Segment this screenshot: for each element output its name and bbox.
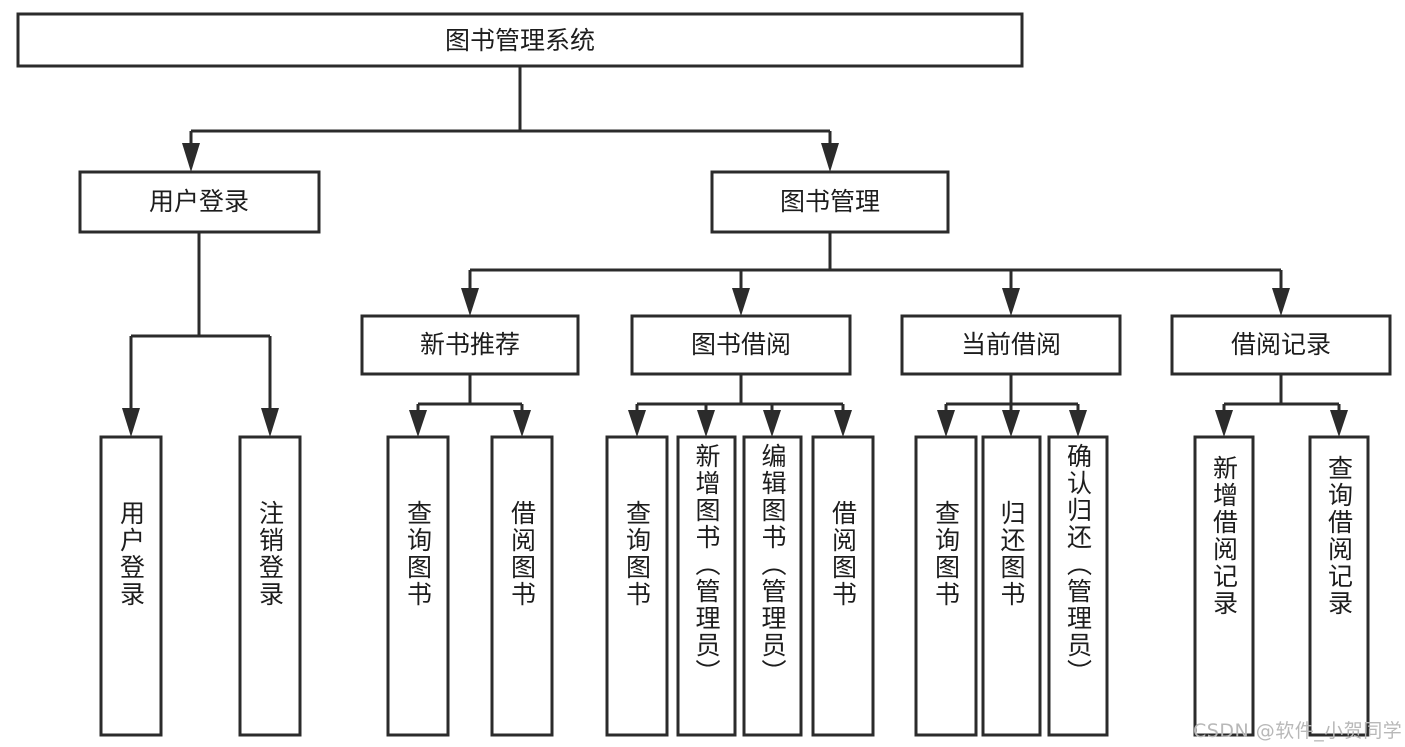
node-current-borrow-box[interactable] (900, 314, 1122, 376)
arrow-l3-4 (1272, 288, 1290, 316)
node-new-book-recommend-box[interactable] (360, 314, 580, 376)
csdn-watermark: CSDN @软件_小贺同学 (1193, 720, 1403, 742)
node-user-login-label: 用户登录 (149, 187, 249, 216)
arrow-cb-2 (1002, 410, 1020, 437)
node-current-borrow-label: 当前借阅 (961, 330, 1061, 359)
node-root-label: 图书管理系统 (445, 26, 595, 55)
node-book-manage[interactable]: 图书管理 (710, 170, 950, 234)
arrow-book-manage (821, 143, 839, 172)
arrow-cb-3 (1069, 410, 1087, 437)
arrow-bb-1 (628, 410, 646, 437)
leaf-box-book-borrow-1[interactable] (605, 435, 669, 737)
leaf-box-new-book-2[interactable] (490, 435, 554, 737)
connector-currentborrow-to-leaves (937, 374, 1087, 437)
node-root-system[interactable]: 图书管理系统 (16, 12, 1024, 68)
node-book-manage-label: 图书管理 (780, 187, 880, 216)
node-current-borrow[interactable]: 当前借阅 (900, 314, 1122, 376)
node-book-borrow[interactable]: 图书借阅 (630, 314, 852, 376)
node-borrow-record-box[interactable] (1170, 314, 1392, 376)
leaf-box-user-login-2[interactable] (238, 435, 302, 737)
leaf-box-book-borrow-3[interactable] (742, 435, 803, 737)
leaf-box-user-login-1[interactable] (99, 435, 163, 737)
arrow-user-login (182, 143, 200, 172)
arrow-cb-1 (937, 410, 955, 437)
node-book-borrow-label: 图书借阅 (691, 330, 791, 359)
leaf-box-book-borrow-2[interactable] (676, 435, 737, 737)
arrow-bb-3 (763, 410, 781, 437)
node-borrow-record[interactable]: 借阅记录 (1170, 314, 1392, 376)
node-user-login-box[interactable] (78, 170, 321, 234)
arrow-bb-4 (834, 410, 852, 437)
connector-userlogin-to-leaves (122, 232, 279, 437)
arrow-br-2 (1330, 410, 1348, 437)
node-new-book-recommend-label: 新书推荐 (420, 330, 520, 359)
arrow-br-1 (1215, 410, 1233, 437)
connector-borrowrecord-to-leaves (1215, 374, 1348, 437)
node-root-box[interactable] (16, 12, 1024, 68)
arrow-bb-2 (697, 410, 715, 437)
connector-root-to-level2 (182, 66, 839, 172)
arrow-ul-1 (122, 408, 140, 437)
arrow-l3-1 (461, 288, 479, 316)
leaf-box-borrow-record-2[interactable] (1308, 435, 1370, 737)
leaf-box-current-borrow-1[interactable] (914, 435, 978, 737)
node-borrow-record-label: 借阅记录 (1231, 330, 1331, 359)
node-book-manage-box[interactable] (710, 170, 950, 234)
connector-bookmanage-to-level3 (461, 232, 1290, 316)
node-book-borrow-box[interactable] (630, 314, 852, 376)
node-user-login[interactable]: 用户登录 (78, 170, 321, 234)
arrow-nb-2 (513, 410, 531, 437)
connector-newbook-to-leaves (409, 374, 531, 437)
leaf-box-current-borrow-3[interactable] (1047, 435, 1109, 737)
leaf-box-book-borrow-4[interactable] (811, 435, 875, 737)
connector-bookborrow-to-leaves (628, 374, 852, 437)
leaf-box-borrow-record-1[interactable] (1193, 435, 1255, 737)
leaf-box-current-borrow-2[interactable] (981, 435, 1042, 737)
arrow-nb-1 (409, 410, 427, 437)
arrow-l3-3 (1002, 288, 1020, 316)
arrow-ul-2 (261, 408, 279, 437)
node-new-book-recommend[interactable]: 新书推荐 (360, 314, 580, 376)
arrow-l3-2 (732, 288, 750, 316)
leaf-box-new-book-1[interactable] (386, 435, 450, 737)
